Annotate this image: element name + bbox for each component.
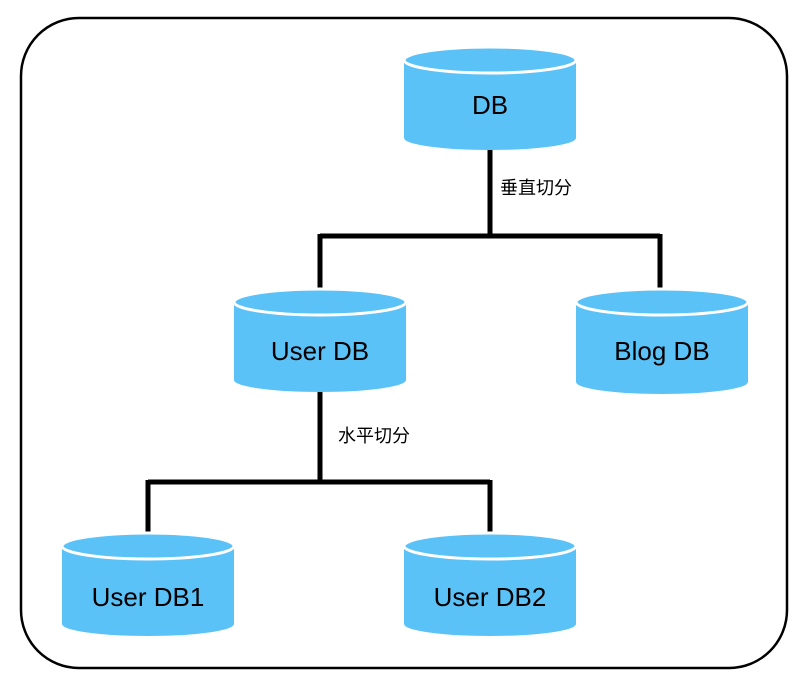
blog-db-cylinder-body [576,302,748,394]
db-label: DB [472,90,508,120]
db-cylinder-top [402,45,578,75]
blog-db-node: Blog DB [574,287,750,394]
user-db2-cylinder-body [404,546,576,636]
user-db2-node: User DB2 [402,531,578,636]
blog-db-cylinder-top [574,287,750,317]
vertical-split-label: 垂直切分 [500,178,572,199]
user-db-cylinder-body [234,302,406,392]
user-db-node: User DB [232,287,408,392]
outer-frame [19,16,789,670]
user-db1-label: User DB1 [92,582,205,612]
horizontal-split-label: 水平切分 [338,426,410,447]
user-db-cylinder-top [232,287,408,317]
db-node: DB [402,45,578,150]
user-db2-label: User DB2 [434,582,547,612]
connectors [145,150,663,534]
user-db1-cylinder-top [60,531,236,561]
user-db2-cylinder-top [402,531,578,561]
user-db-label: User DB [271,336,369,366]
db-cylinder-body [404,60,576,150]
blog-db-label: Blog DB [614,336,709,366]
user-db1-cylinder-body [62,546,234,636]
user-db1-node: User DB1 [60,531,236,636]
